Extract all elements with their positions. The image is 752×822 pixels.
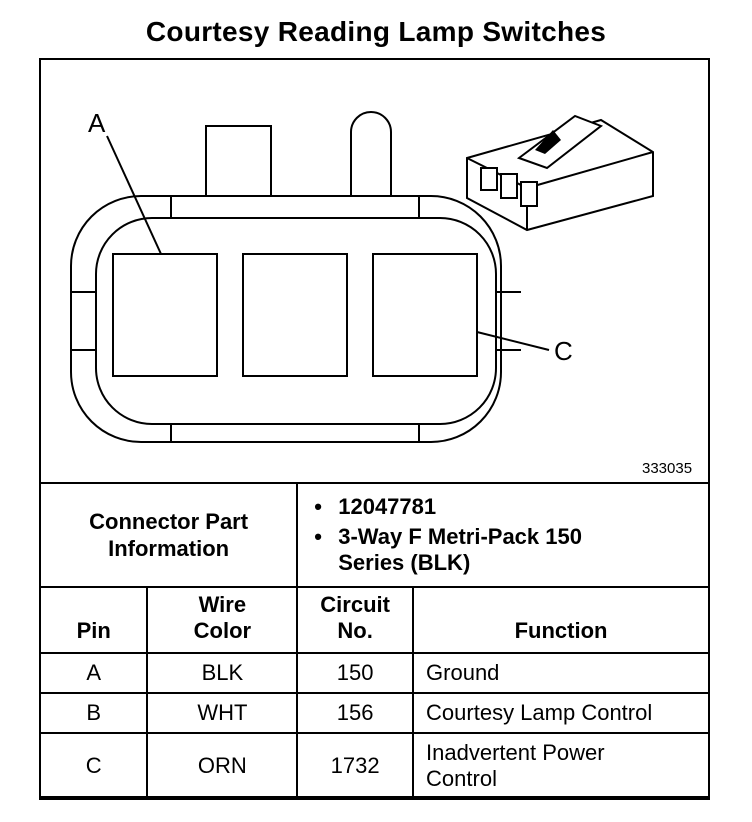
circuit-cell: 156 xyxy=(296,692,415,734)
cavity-a xyxy=(112,253,218,377)
table-header-row: Pin Wire Color Circuit No. Function xyxy=(38,586,710,654)
page-title: Courtesy Reading Lamp Switches xyxy=(145,16,607,47)
wire-color-cell: ORN xyxy=(146,732,299,800)
connector-top-tab xyxy=(205,125,272,207)
table-row: C ORN 1732 Inadvertent Power Control xyxy=(38,732,710,800)
pin-cell: C xyxy=(38,732,149,800)
function-cell: Inadvertent Power Control xyxy=(412,732,710,800)
wire-color-cell: BLK xyxy=(146,652,299,694)
connector-info-list: 12047781 3-Way F Metri-Pack 150 Series (… xyxy=(296,482,710,588)
connector-perspective-icon xyxy=(466,114,654,232)
label-pin-c: C xyxy=(554,336,573,366)
circuit-cell: 150 xyxy=(296,652,415,694)
table-row: B WHT 156 Courtesy Lamp Control xyxy=(38,692,710,734)
connector-info-label: Connector Part Information xyxy=(38,482,299,588)
connector-info-row: Connector Part Information 12047781 3-Wa… xyxy=(38,482,710,588)
cavity-b xyxy=(242,253,348,377)
diagram-code: 333035 xyxy=(642,460,693,477)
header-circuit-no: Circuit No. xyxy=(296,586,415,654)
leader-a xyxy=(106,135,162,255)
label-pin-a: A xyxy=(88,108,106,138)
pin-cell: B xyxy=(38,692,149,734)
leader-c xyxy=(476,331,550,351)
connector-type: 3-Way F Metri-Pack 150 Series (BLK) xyxy=(314,524,588,576)
connector-diagram xyxy=(70,111,654,443)
function-cell: Ground xyxy=(412,652,710,694)
header-function: Function xyxy=(412,586,710,654)
connector-part-number: 12047781 xyxy=(314,494,698,520)
cavity-c xyxy=(372,253,478,377)
pin-cell: A xyxy=(38,652,149,694)
connector-table: Connector Part Information 12047781 3-Wa… xyxy=(38,482,710,800)
wire-color-cell: WHT xyxy=(146,692,299,734)
connector-key-tab xyxy=(350,111,392,222)
header-pin: Pin xyxy=(38,586,149,654)
table-row: A BLK 150 Ground xyxy=(38,652,710,694)
function-cell: Courtesy Lamp Control xyxy=(412,692,710,734)
circuit-cell: 1732 xyxy=(296,732,415,800)
header-wire-color: Wire Color xyxy=(146,586,299,654)
